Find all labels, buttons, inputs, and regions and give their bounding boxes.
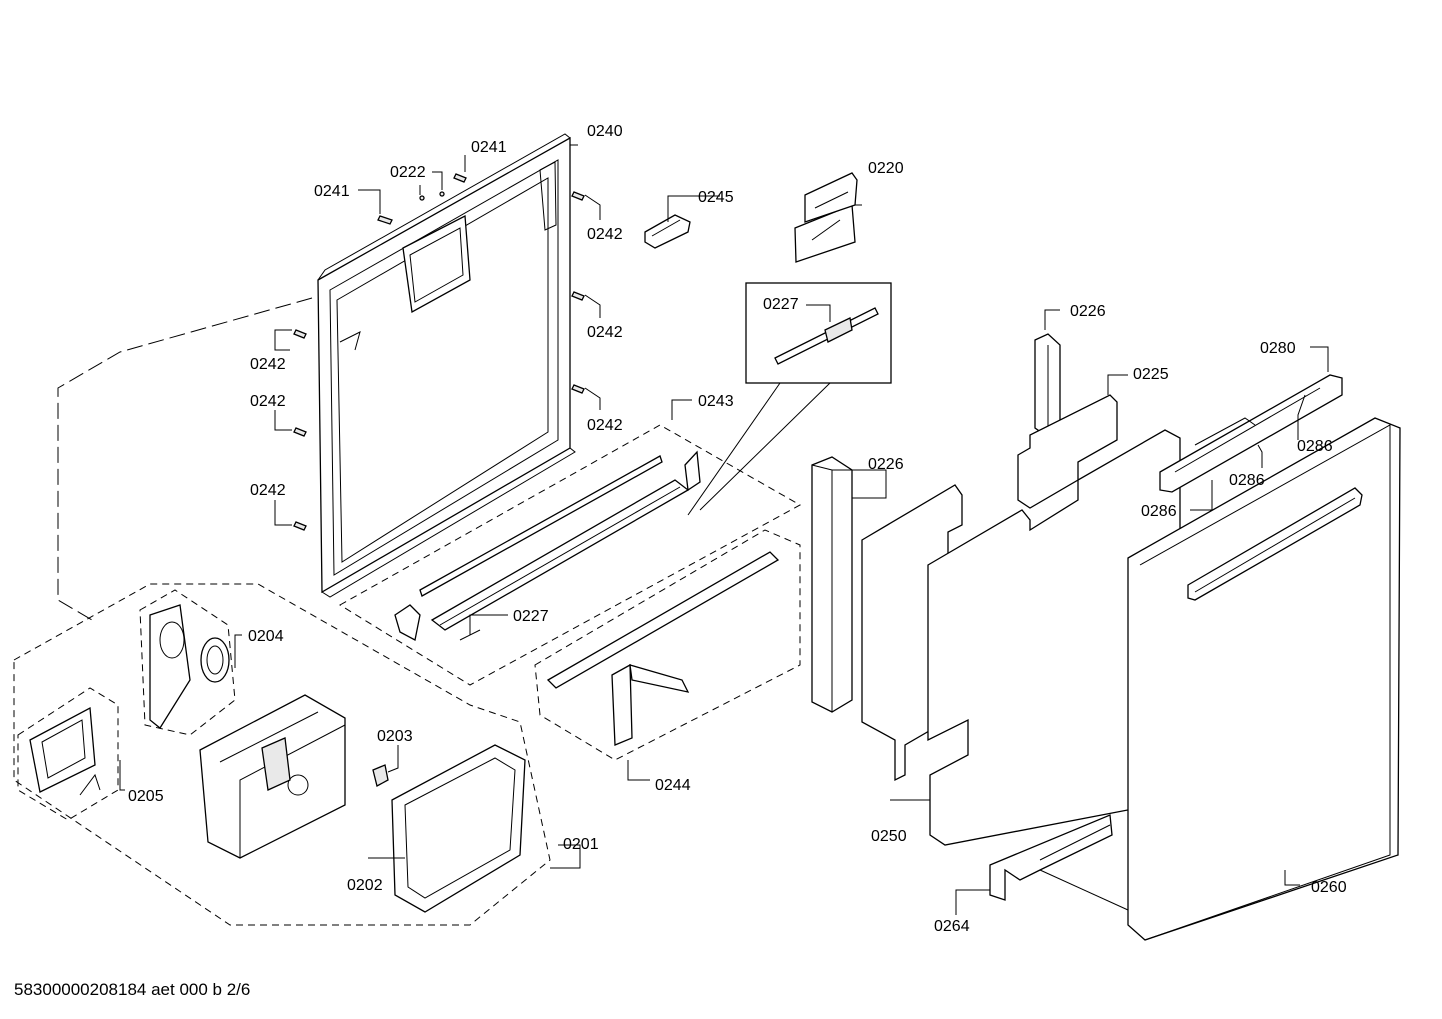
callout-0264: 0264	[934, 918, 970, 935]
dashed-group-outlines	[13, 297, 802, 926]
switch-0205-part	[29, 706, 101, 796]
callout-labels: 0240 0241 0241 0222 0242 0242 0242 0242 …	[128, 123, 1347, 935]
small-clip-0203-part	[372, 764, 389, 787]
document-code-footer: 58300000208184 aet 000 b 2/6	[14, 980, 251, 999]
leader-lines	[119, 144, 1329, 915]
callout-0242-r2: 0242	[587, 324, 623, 341]
callout-0205: 0205	[128, 788, 164, 805]
screws-group	[293, 173, 585, 531]
insulation-piece-0225-part	[1017, 394, 1118, 509]
callout-0280: 0280	[1260, 340, 1296, 357]
callout-0242-l2: 0242	[250, 393, 286, 410]
callout-0222: 0222	[390, 164, 426, 181]
callout-0240: 0240	[587, 123, 623, 140]
control-module-part	[199, 694, 346, 859]
seal-0204-part	[149, 604, 230, 729]
callout-0225: 0225	[1133, 366, 1169, 383]
insulation-strip-left-part	[811, 456, 853, 713]
callout-0260: 0260	[1311, 879, 1347, 896]
inner-door-frame-part	[317, 133, 576, 598]
callout-0227-rail: 0227	[513, 608, 549, 625]
callout-0243: 0243	[698, 393, 734, 410]
handle-strip-0280-part	[1159, 374, 1343, 493]
callout-0242-l3: 0242	[250, 482, 286, 499]
lower-rail-part	[546, 551, 780, 746]
callout-0250: 0250	[871, 828, 907, 845]
callout-0202: 0202	[347, 877, 383, 894]
callout-0242-r3: 0242	[587, 417, 623, 434]
callout-0226-top: 0226	[1070, 303, 1106, 320]
detail-zoom-box	[687, 282, 892, 516]
callout-0201: 0201	[563, 836, 599, 853]
bracket-0220-part	[794, 172, 858, 263]
callout-0226-left: 0226	[868, 456, 904, 473]
callout-0241-left: 0241	[314, 183, 350, 200]
callout-0286-left: 0286	[1141, 503, 1177, 520]
callout-0227-detail: 0227	[763, 296, 799, 313]
panel-frame-0202-part	[391, 744, 526, 913]
hinge-clip-part	[644, 214, 691, 249]
callout-0286-mid: 0286	[1229, 472, 1265, 489]
callout-0245: 0245	[698, 189, 734, 206]
callout-0244: 0244	[655, 777, 691, 794]
rail-assembly-part	[394, 450, 701, 641]
callout-0286-right: 0286	[1297, 438, 1333, 455]
callout-0242-r1: 0242	[587, 226, 623, 243]
callout-0242-l1: 0242	[250, 356, 286, 373]
outer-door-panel-part	[1127, 417, 1401, 941]
callout-0204: 0204	[248, 628, 284, 645]
callout-0241-top: 0241	[471, 139, 507, 156]
callout-0203: 0203	[377, 728, 413, 745]
callout-0220: 0220	[868, 160, 904, 177]
bracket-0264-part	[989, 814, 1113, 901]
